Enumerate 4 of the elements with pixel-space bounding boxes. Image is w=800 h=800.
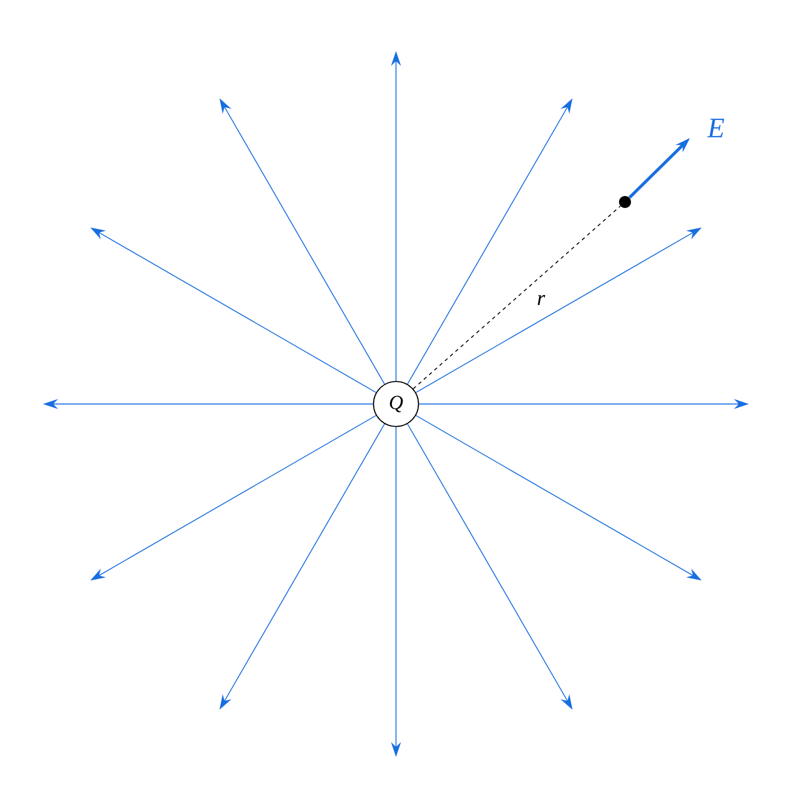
dashed-line	[412, 206, 621, 390]
edge-label: r	[536, 294, 546, 306]
point-dot	[619, 196, 631, 208]
edge-label: E	[706, 118, 726, 138]
